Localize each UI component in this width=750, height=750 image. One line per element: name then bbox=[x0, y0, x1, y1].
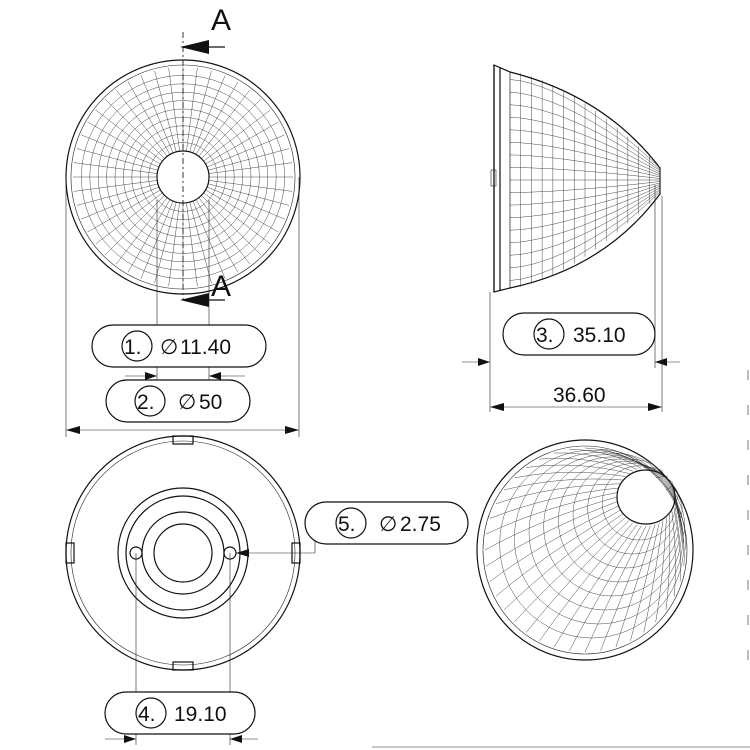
dim-2-badge: 2. bbox=[137, 391, 155, 414]
dim-1-badge: 1. bbox=[124, 336, 142, 359]
border-ticks bbox=[372, 370, 750, 748]
dimension-4: 4. 19.10 bbox=[104, 553, 258, 745]
dim-1-value: 11.40 bbox=[180, 336, 231, 359]
front-view: A A bbox=[65, 4, 301, 307]
dimension-3: 3. 35.10 bbox=[462, 185, 680, 368]
dim-1-symbol: ∅ bbox=[160, 336, 178, 359]
dim-2-value: 50 bbox=[199, 391, 222, 414]
dimension-1: 1. ∅ 11.40 bbox=[91, 200, 267, 380]
dimension-5: 5. ∅ 2.75 bbox=[236, 501, 469, 557]
dimension-overall-length: 36.60 bbox=[489, 196, 663, 412]
dim-5-value: 2.75 bbox=[400, 513, 441, 536]
side-view bbox=[490, 64, 661, 293]
isometric-view bbox=[476, 439, 694, 661]
dim-3-badge: 3. bbox=[536, 324, 554, 347]
section-label-bottom: A bbox=[211, 270, 231, 303]
front-view-facet-mesh bbox=[73, 67, 293, 287]
dimension-2: 2. ∅ 50 bbox=[65, 177, 300, 437]
isometric-view-facet-mesh bbox=[484, 447, 686, 653]
section-label-top: A bbox=[211, 4, 231, 37]
dim-5-badge: 5. bbox=[338, 513, 356, 536]
dim-4-badge: 4. bbox=[138, 703, 156, 726]
dim-2-symbol: ∅ bbox=[178, 391, 196, 414]
overall-length-value: 36.60 bbox=[553, 384, 606, 407]
dim-3-value: 35.10 bbox=[573, 324, 626, 347]
dim-4-value: 19.10 bbox=[174, 703, 227, 726]
side-view-facet-mesh bbox=[509, 72, 661, 288]
dim-5-symbol: ∅ bbox=[379, 513, 397, 536]
